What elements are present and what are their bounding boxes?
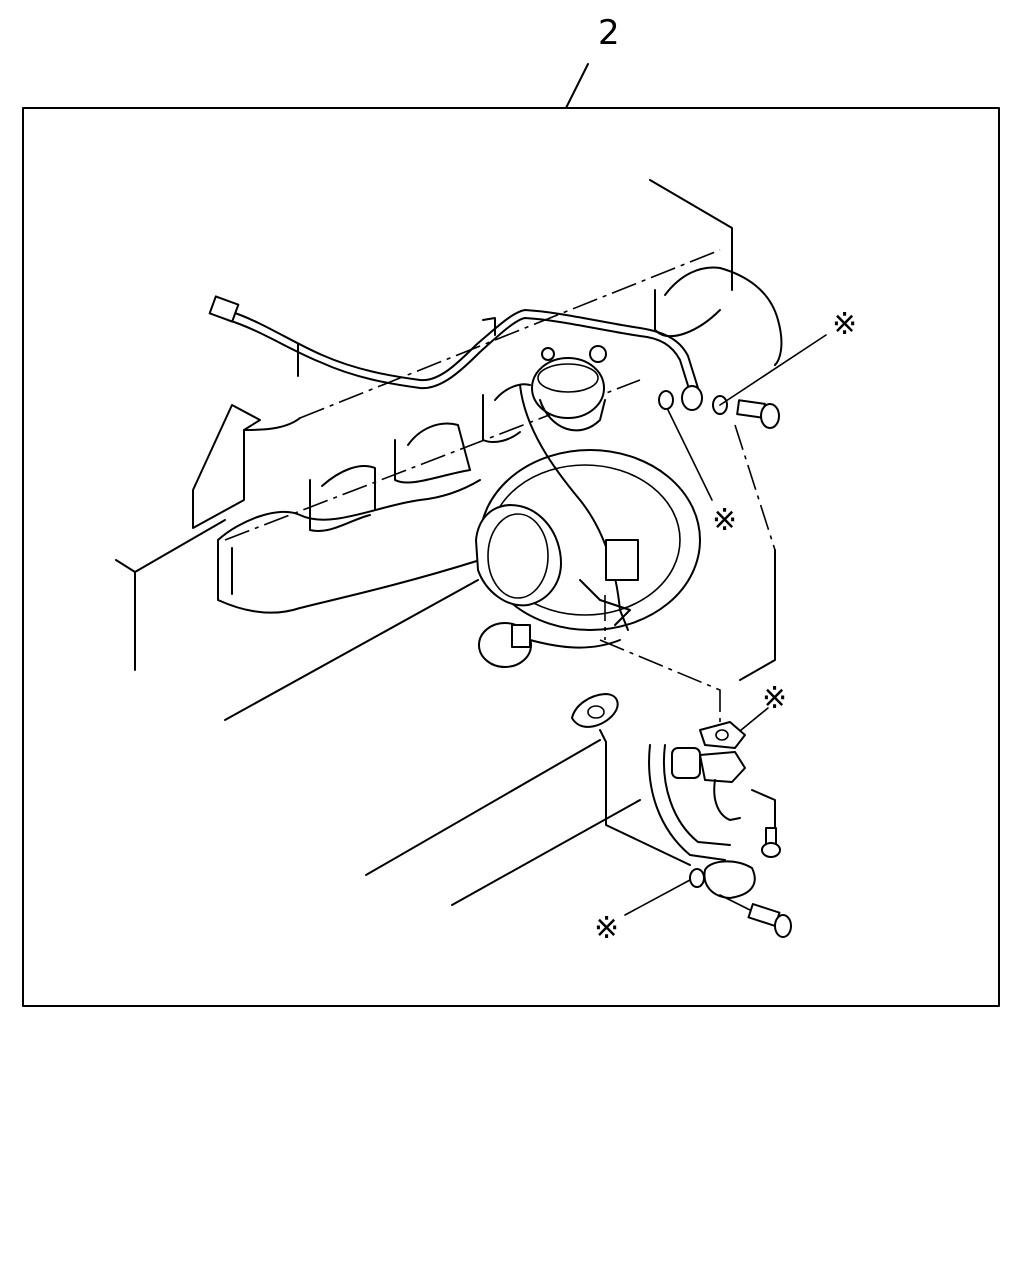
turbocharger: [475, 345, 701, 668]
return-bolt-guide: [751, 789, 776, 831]
actuator-body: [539, 399, 606, 432]
leader-marker-4: [624, 879, 691, 916]
turbine-flange: [579, 579, 631, 626]
actuator-cap: [537, 363, 599, 393]
return-gasket-small: [689, 868, 705, 888]
return-pipe-bend: [713, 779, 741, 821]
engine-block: [115, 179, 776, 906]
feed-pipe-clip-2: [482, 317, 496, 336]
marker-4: ※: [594, 911, 619, 946]
inlet-hose-line: [529, 639, 621, 649]
marker-2: ※: [712, 503, 737, 538]
heat-shield-bracket: [192, 404, 261, 529]
inlet-sensor-fitting: [511, 624, 531, 648]
bracket-edge: [243, 417, 301, 431]
feed-pipe-end-fitting: [208, 295, 240, 323]
oil-feed-pipe: [208, 295, 703, 411]
return-gasket-hole-lower: [715, 729, 729, 741]
return-pipe-flange-upper: [699, 751, 746, 783]
assembly-line-return: [599, 639, 721, 730]
wastegate-actuator: [531, 357, 605, 419]
return-gasket-lower: [699, 721, 746, 749]
turbo-bolt-top: [589, 345, 607, 363]
assembly-line-bolt: [734, 424, 776, 551]
callout-number-2: 2: [598, 13, 620, 53]
leader-marker-1: [719, 334, 827, 406]
callout-leader: [565, 63, 589, 109]
feed-gasket-upper: [658, 390, 674, 410]
return-gasket-hole: [587, 705, 605, 719]
eye-bolt: [736, 399, 780, 429]
return-pipe-flange-lower: [703, 860, 756, 899]
boost-sensor: [605, 539, 639, 581]
feed-pipe-banjo-fitting: [681, 385, 703, 411]
return-gasket-upper: [571, 693, 619, 728]
turbo-nipple: [541, 347, 555, 361]
bolt-return-upper: [761, 827, 781, 858]
leader-marker-2: [667, 409, 713, 501]
bolt-return-lower: [719, 894, 792, 938]
diagram-frame: [22, 107, 1000, 1007]
return-pipe-hose: [671, 747, 701, 779]
oil-return-pipe: [571, 693, 756, 899]
marker-3: ※: [762, 681, 787, 716]
compressor-outlet: [475, 504, 562, 607]
compressor-outlet-bore: [487, 513, 549, 599]
return-guide-line: [599, 729, 691, 866]
marker-1: ※: [832, 307, 857, 342]
